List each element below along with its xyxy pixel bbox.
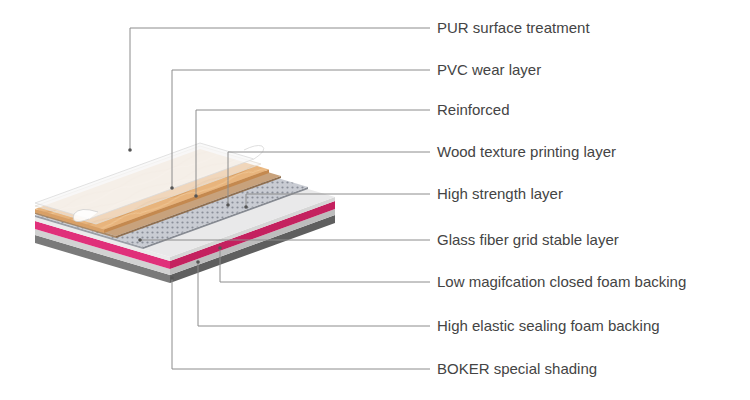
layer-label: BOKER special shading xyxy=(437,359,686,379)
layer-label: Reinforced xyxy=(437,100,686,120)
layer-stack xyxy=(35,143,335,283)
layer-label: Glass fiber grid stable layer xyxy=(437,230,686,250)
layer-label: PUR surface treatment xyxy=(437,18,686,38)
layer-label: High elastic sealing foam backing xyxy=(437,316,686,336)
layer-label: Wood texture printing layer xyxy=(437,142,686,162)
layer-label: High strength layer xyxy=(437,184,686,204)
label-column: PUR surface treatmentPVC wear layerReinf… xyxy=(437,0,686,180)
leader-dots xyxy=(128,148,248,280)
leader-lines xyxy=(130,28,430,369)
layer-label: Low magifcation closed foam backing xyxy=(437,272,686,292)
layer-label: PVC wear layer xyxy=(437,60,686,80)
